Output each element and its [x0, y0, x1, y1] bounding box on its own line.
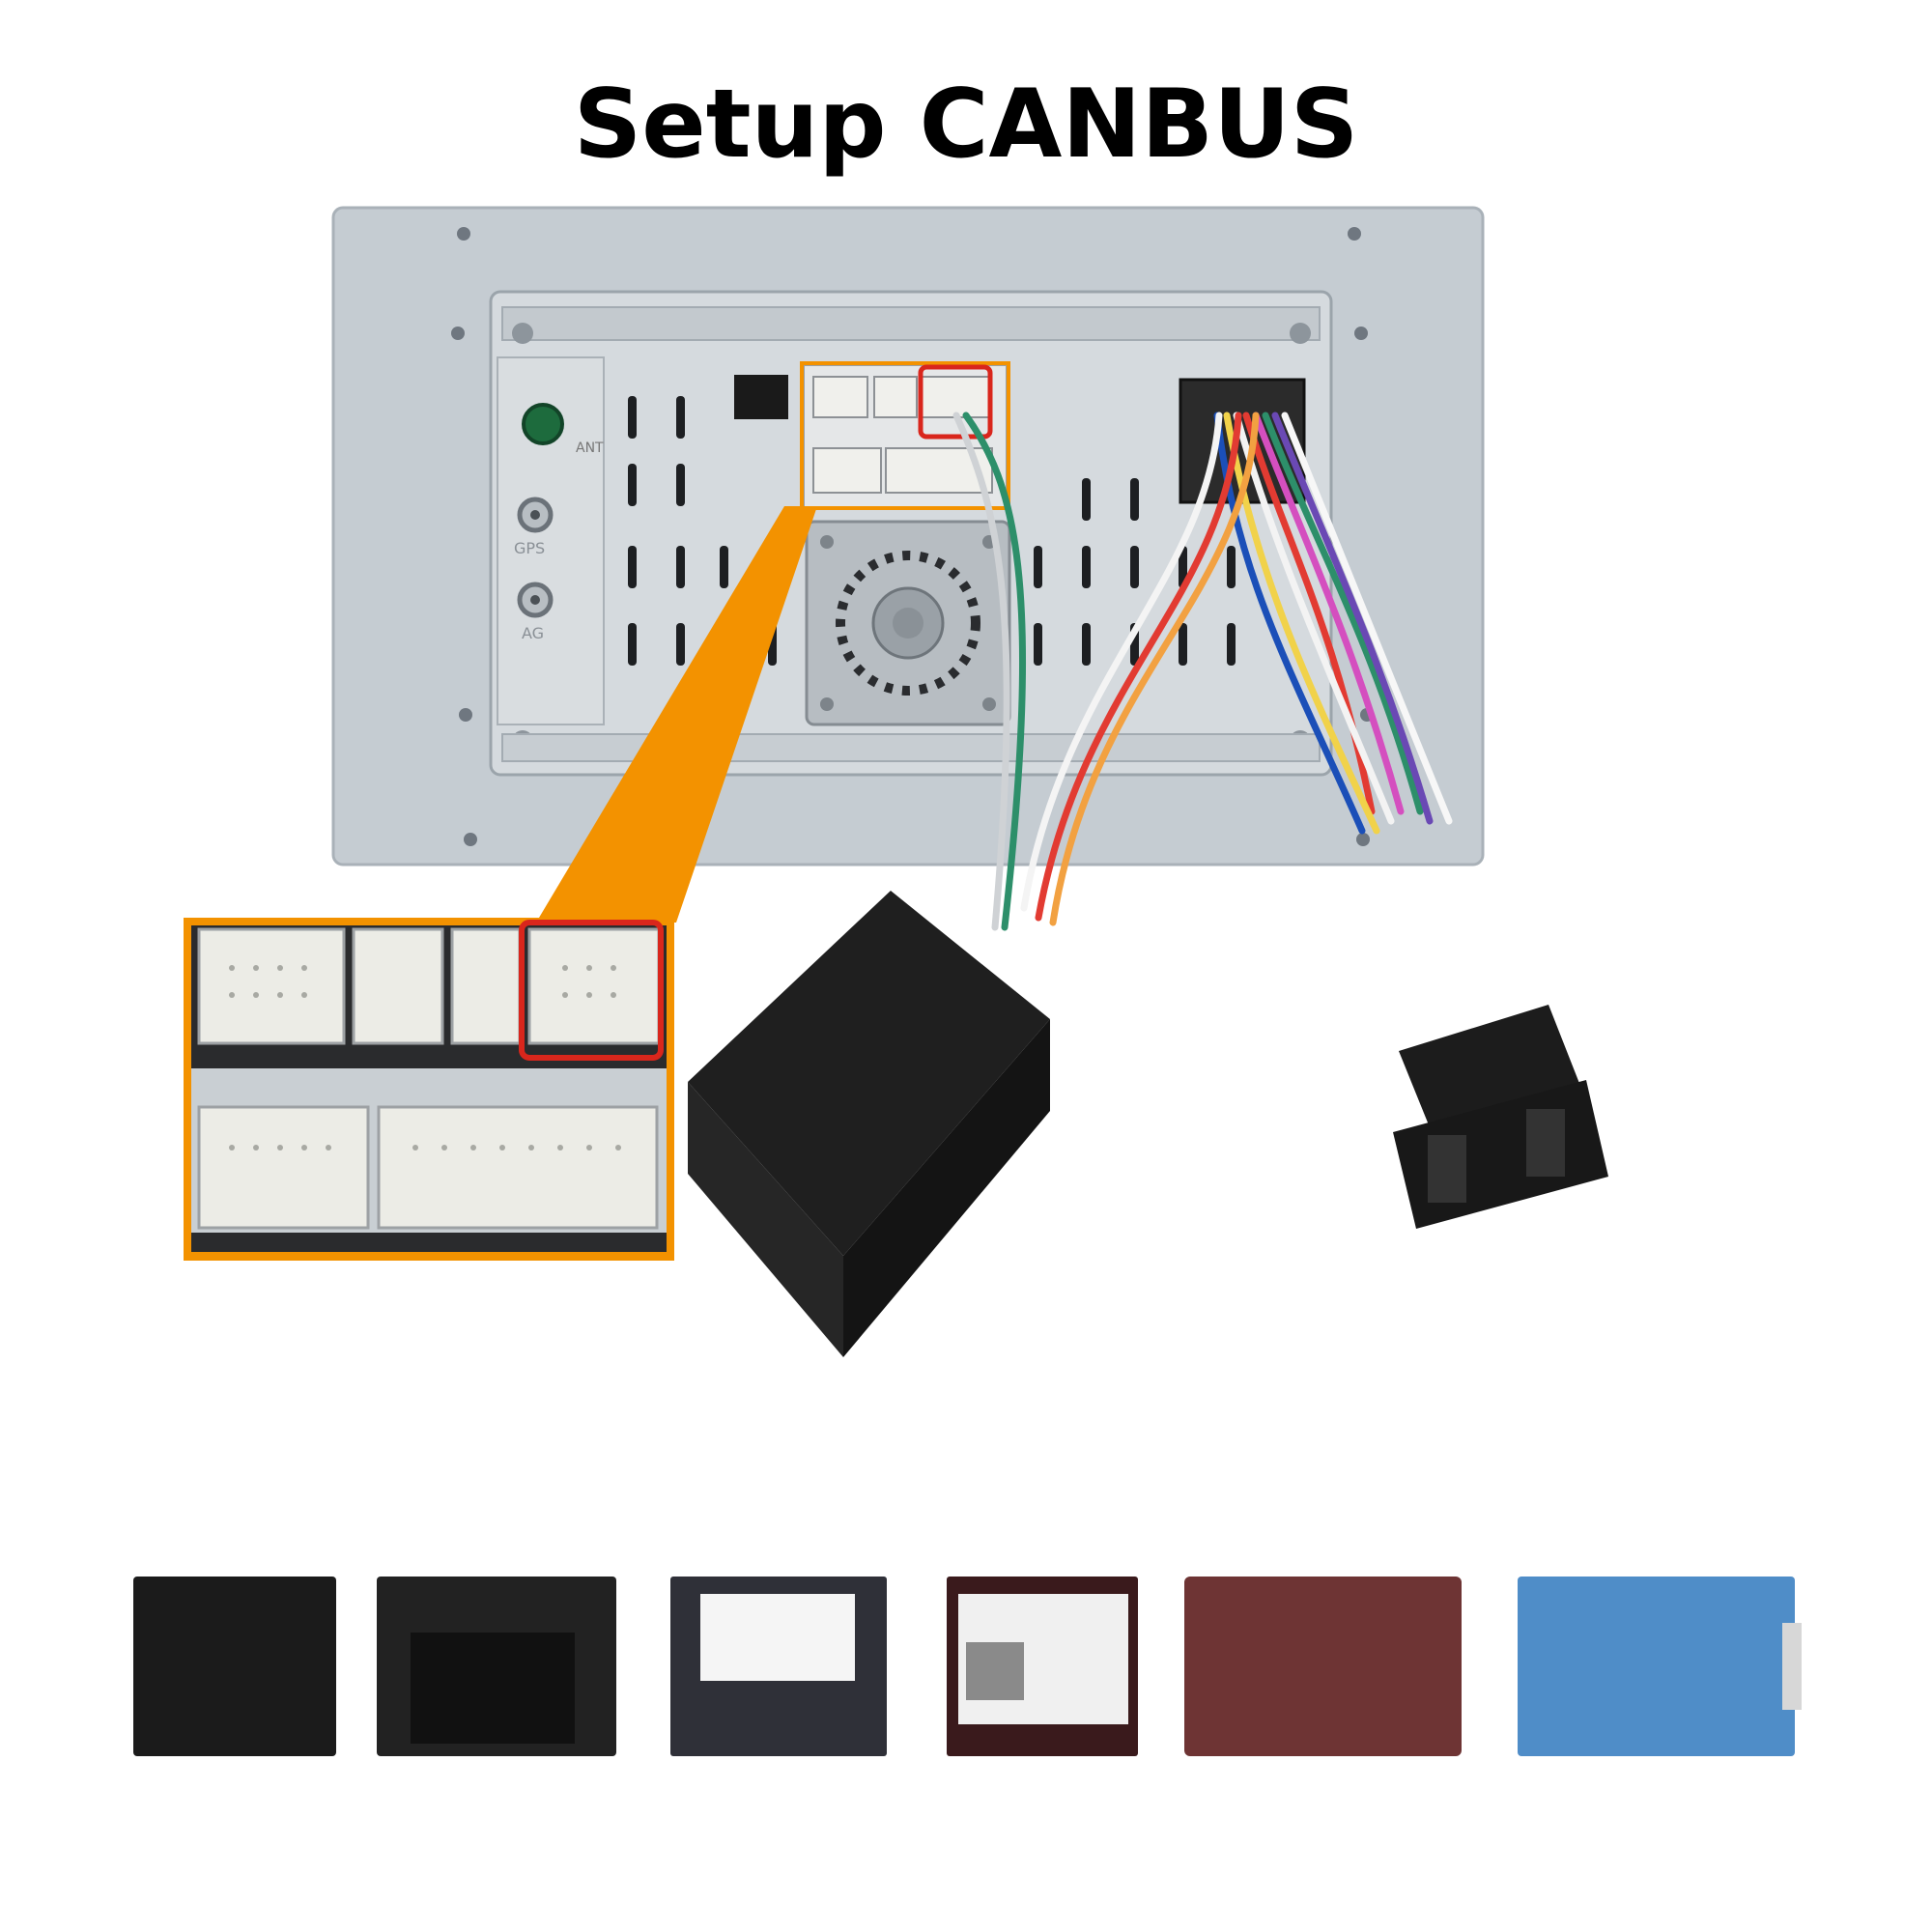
callout-wedge	[536, 506, 817, 923]
page-title: Setup CANBUS	[573, 70, 1359, 180]
unit-connector-highlight	[918, 364, 993, 440]
gps-label: GPS	[514, 539, 545, 557]
wire-harness	[952, 412, 1453, 931]
black-port	[734, 375, 788, 419]
iso-plug	[1393, 1005, 1608, 1229]
ant-label: ANT	[576, 440, 604, 456]
box-variant-blue	[1518, 1577, 1795, 1756]
connector-zoom-inset	[184, 918, 674, 1261]
inset-highlight	[519, 920, 664, 1061]
box-variant-black-plain	[133, 1577, 336, 1756]
canbus-box-variants	[0, 1565, 1932, 1777]
plate-screws	[451, 227, 1374, 846]
box-variant-maroon	[1184, 1577, 1462, 1756]
ant-connector-icon	[522, 403, 564, 445]
canbus-decoder-box	[688, 891, 1050, 1357]
unit-connector-callout-frame	[800, 361, 1010, 510]
ag-label: AG	[522, 624, 544, 642]
